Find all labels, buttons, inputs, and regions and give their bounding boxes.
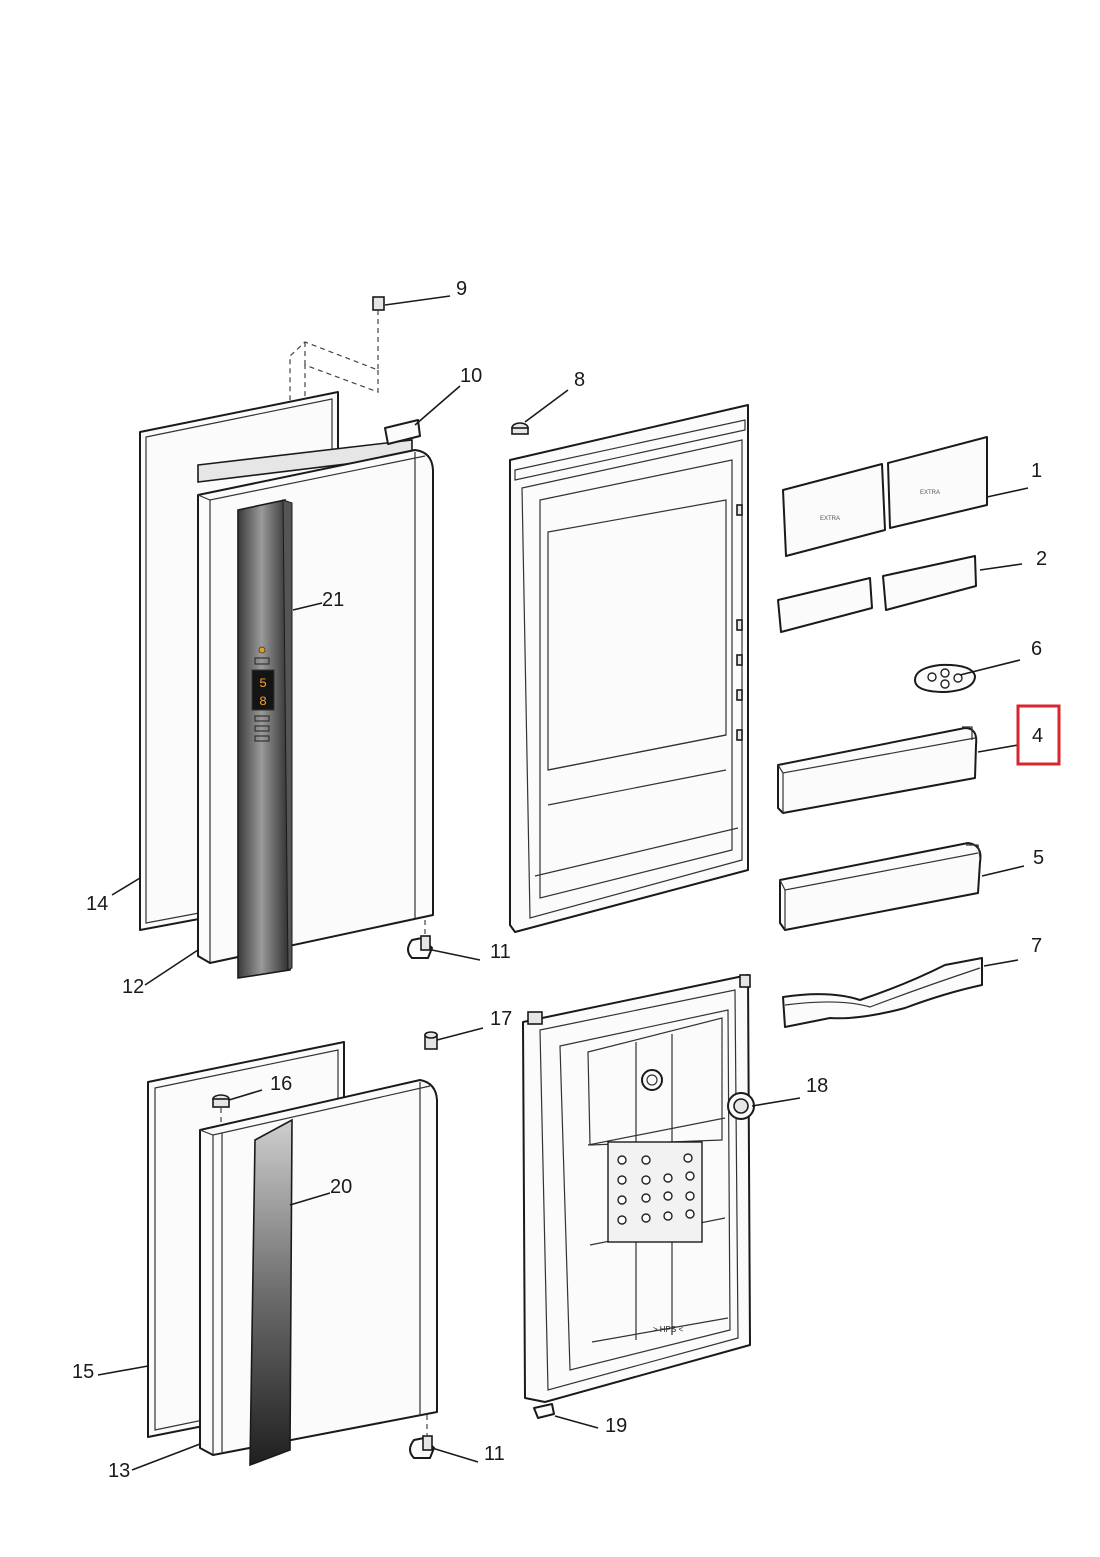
leader-20 — [289, 1192, 331, 1206]
leader-4 — [977, 744, 1019, 753]
food-icon-grid — [617, 1153, 695, 1225]
control-display-panel: 5 8 — [251, 646, 275, 742]
upper-inner-liner[interactable] — [509, 404, 749, 933]
shelf-label-2: EXTRA — [920, 490, 940, 496]
leader-16 — [228, 1089, 263, 1101]
callout-8[interactable]: 8 — [574, 369, 585, 391]
callout-19[interactable]: 19 — [605, 1415, 627, 1437]
callout-20[interactable]: 20 — [330, 1176, 352, 1198]
part-5-door-bin[interactable] — [779, 842, 982, 931]
callout-13[interactable]: 13 — [108, 1460, 130, 1482]
highlight-box-part-4 — [1016, 704, 1061, 766]
part-17-plug[interactable] — [424, 1031, 438, 1050]
part-6-egg-tray[interactable] — [914, 663, 976, 693]
leader-7 — [983, 959, 1019, 967]
callout-7[interactable]: 7 — [1031, 935, 1042, 957]
part-12-upper-door[interactable] — [197, 449, 434, 964]
callout-10[interactable]: 10 — [460, 365, 482, 387]
leader-11-lower — [431, 1447, 479, 1463]
part-20-lower-glass-strip[interactable] — [249, 1118, 293, 1467]
callout-14[interactable]: 14 — [86, 893, 108, 915]
part-11-lower-hinge[interactable] — [409, 1415, 435, 1459]
leader-11-upper — [431, 949, 481, 961]
part-8-plug[interactable] — [511, 422, 529, 435]
callout-17[interactable]: 17 — [490, 1008, 512, 1030]
leader-12 — [144, 949, 199, 986]
callout-4[interactable]: 4 — [1032, 725, 1043, 747]
part-11-upper-hinge[interactable] — [407, 920, 433, 959]
callout-11-lower[interactable]: 11 — [484, 1443, 505, 1465]
callout-15[interactable]: 15 — [72, 1361, 94, 1383]
callout-16[interactable]: 16 — [270, 1073, 292, 1095]
part-4-door-bin[interactable] — [777, 726, 978, 814]
callout-9[interactable]: 9 — [456, 278, 467, 300]
callout-5[interactable]: 5 — [1033, 847, 1044, 869]
display-digit-top: 5 — [259, 676, 267, 691]
leader-8 — [524, 389, 569, 423]
leader-21 — [292, 602, 323, 611]
callout-numbers: 1 2 4 5 6 7 8 9 10 11 11 12 13 14 15 16 … — [72, 278, 1047, 1482]
leader-6 — [959, 659, 1021, 676]
callout-11-upper[interactable]: 11 — [490, 941, 511, 963]
display-digit-bottom: 8 — [259, 694, 267, 709]
callout-6[interactable]: 6 — [1031, 638, 1042, 660]
callout-21[interactable]: 21 — [322, 589, 344, 611]
part-18-control-knob[interactable] — [727, 1092, 755, 1120]
part-19-foot[interactable] — [533, 1403, 555, 1419]
leader-19 — [554, 1415, 599, 1429]
leader-13 — [131, 1443, 201, 1471]
callout-18[interactable]: 18 — [806, 1075, 828, 1097]
part-1-crisper-lids[interactable]: EXTRA EXTRA — [782, 436, 988, 557]
assembly-guide-dashed — [289, 310, 379, 452]
shelf-label-1: EXTRA — [820, 516, 840, 522]
callout-1[interactable]: 1 — [1031, 460, 1042, 482]
leader-lines — [97, 295, 1029, 1471]
leader-9 — [384, 295, 451, 306]
part-9-hinge-cap[interactable] — [372, 296, 385, 311]
part-16-cap[interactable] — [212, 1094, 230, 1125]
freezer-label: > HPS < — [653, 1325, 684, 1334]
leader-5 — [981, 865, 1025, 877]
callout-2[interactable]: 2 — [1036, 548, 1047, 570]
part-7-bottle-retainer[interactable] — [782, 957, 983, 1028]
part-13-lower-door[interactable] — [199, 1079, 438, 1456]
part-21-upper-glass-strip[interactable] — [237, 499, 293, 979]
callout-12[interactable]: 12 — [122, 976, 144, 998]
leader-2 — [979, 563, 1023, 571]
part-2-small-lids[interactable] — [777, 555, 977, 633]
leader-18 — [751, 1097, 801, 1107]
leader-1 — [986, 487, 1029, 498]
leader-15 — [97, 1365, 149, 1376]
lower-inner-liner[interactable]: > HPS < — [522, 974, 751, 1403]
leader-14 — [111, 877, 141, 896]
leader-17 — [436, 1027, 484, 1041]
leader-10 — [414, 385, 461, 426]
part-10-top-trim[interactable] — [197, 419, 421, 483]
